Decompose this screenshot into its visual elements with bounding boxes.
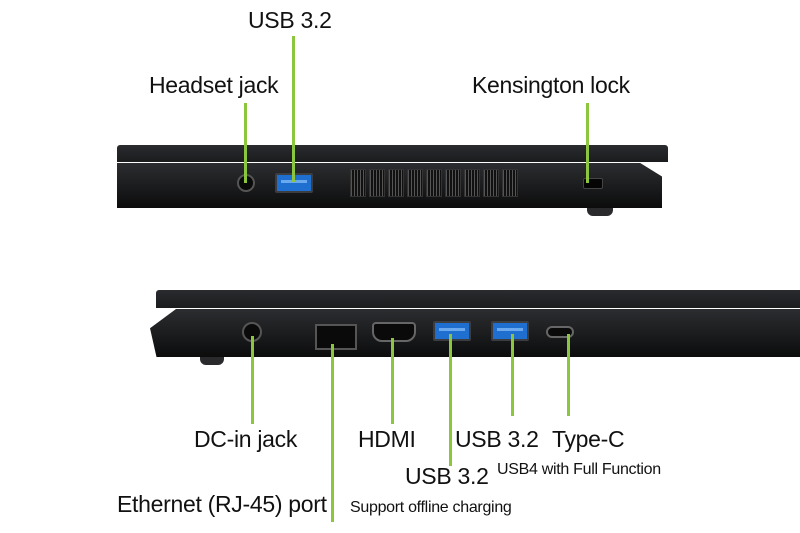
vents xyxy=(350,169,520,199)
label-kensington-lock: Kensington lock xyxy=(472,72,630,98)
callout-line-ethernet xyxy=(331,344,334,522)
hdmi-port xyxy=(372,322,416,342)
label-type-c-note: USB4 with Full Function xyxy=(497,461,661,478)
label-usb-top: USB 3.2 xyxy=(248,7,332,33)
callout-line-kensington xyxy=(586,103,589,183)
callout-line-hdmi xyxy=(391,338,394,424)
label-ethernet: Ethernet (RJ-45) port xyxy=(117,491,327,517)
callout-line-headset xyxy=(244,103,247,183)
label-type-c: Type-C xyxy=(552,426,625,452)
label-dc-in-jack: DC-in jack xyxy=(194,426,298,452)
vent-slot xyxy=(407,169,423,197)
callout-line-usb-1 xyxy=(449,334,452,466)
vent-slot xyxy=(464,169,480,197)
callout-line-dc-in xyxy=(251,336,254,424)
vent-slot xyxy=(350,169,366,197)
label-usb-1: USB 3.2 xyxy=(405,463,489,489)
label-hdmi: HDMI xyxy=(358,426,416,452)
lid xyxy=(117,145,668,162)
callout-line-usb-top xyxy=(292,36,295,182)
label-ethernet-note: Support offline charging xyxy=(350,499,512,516)
vent-slot xyxy=(445,169,461,197)
laptop-left-side xyxy=(150,290,800,366)
foot xyxy=(587,208,613,216)
vent-slot xyxy=(388,169,404,197)
label-usb-2: USB 3.2 xyxy=(455,426,539,452)
vent-slot xyxy=(483,169,499,197)
ethernet-port xyxy=(315,324,357,350)
callout-line-usb-2 xyxy=(511,334,514,416)
callout-line-type-c xyxy=(567,334,570,416)
foot xyxy=(200,357,224,365)
usb-port-2 xyxy=(491,321,529,341)
vent-slot xyxy=(502,169,518,197)
kensington-slot xyxy=(583,178,603,189)
vent-slot xyxy=(369,169,385,197)
lid xyxy=(156,290,800,308)
vent-slot xyxy=(426,169,442,197)
usb-port-1 xyxy=(433,321,471,341)
label-headset-jack: Headset jack xyxy=(149,72,279,98)
